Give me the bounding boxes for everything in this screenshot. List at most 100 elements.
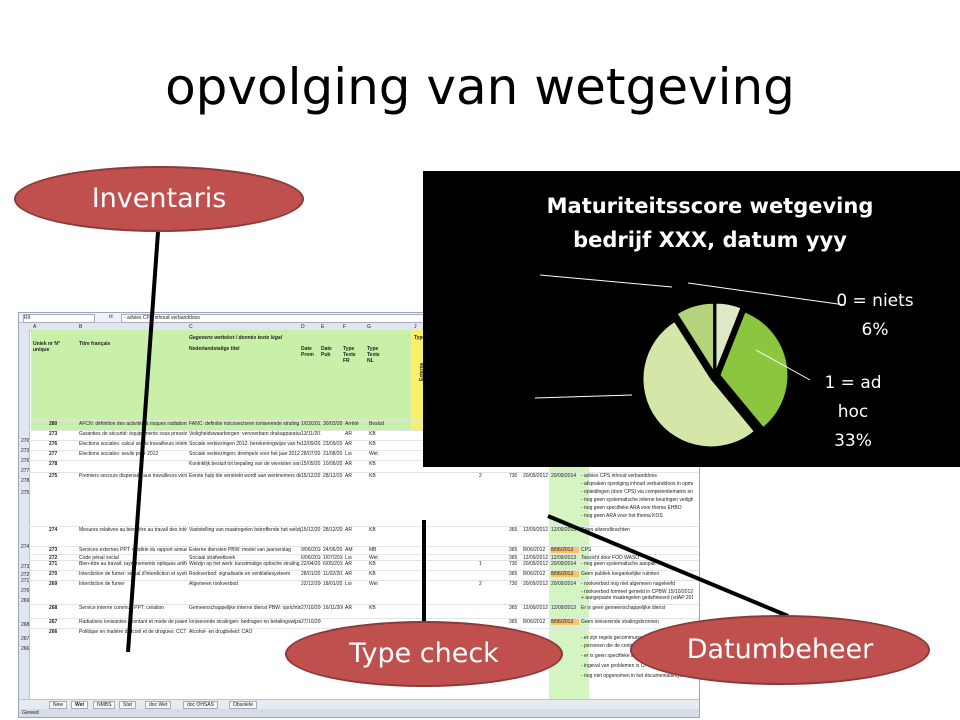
cell-prom: 1/03/2012: [301, 421, 321, 427]
column-header-F: F: [343, 324, 347, 330]
status-text: Gereed: [22, 710, 39, 716]
cell-nl: Algemeen rookverbod: [189, 581, 238, 587]
leader-line-3: [539, 274, 673, 288]
cell-period: 365: [509, 555, 518, 561]
column-header-A: A: [33, 324, 37, 330]
maturity-chart: Maturiteitsscore wetgeving bedrijf XXX, …: [423, 171, 960, 467]
pie-label-0: 0 = niets 6%: [815, 287, 935, 345]
titre-francais-header: Titre français: [79, 341, 111, 347]
cell-tnl: KB: [369, 441, 376, 447]
cell-nl: Ioniserende stralingen: bedragen en beta…: [189, 619, 301, 625]
cell-score: 2: [479, 473, 482, 479]
cell-period: 730: [509, 581, 518, 587]
cell-tfr: Loi: [345, 581, 352, 587]
status-bar: Gereed: [19, 709, 699, 717]
comment-note: - rookverbod formeel gemeld in CPBW 15/1…: [581, 589, 693, 595]
row-number: 278: [21, 478, 30, 484]
cell-nr: 280: [49, 421, 58, 427]
cell-tfr: Loi: [345, 451, 352, 457]
cell-tnl: KB: [369, 473, 376, 479]
pie-slice-0: [715, 302, 742, 372]
cell-comment: Toezicht door FOD WASO: [581, 555, 640, 561]
chart-title-line-1: Maturiteitsscore wetgeving: [546, 194, 874, 218]
pie-label-1-line-3: 33%: [834, 431, 872, 451]
cell-prom: 22/12/2009: [301, 581, 321, 587]
cell-prom: 27/10/2009: [301, 605, 321, 611]
row-number: 276: [21, 458, 30, 464]
cell-last-check: 8/06/2012: [523, 619, 546, 625]
grid-line: [29, 430, 699, 431]
cell-period: 365: [509, 619, 518, 625]
cell-nr: 266: [49, 629, 58, 635]
slide-title: opvolging van wetgeving: [165, 58, 795, 116]
sheet-tab-wet[interactable]: Wet: [71, 701, 89, 709]
cell-tfr: Loi: [345, 555, 352, 561]
cell-pub: 16/11/2009: [323, 605, 343, 611]
cell-tfr: AR: [345, 605, 352, 611]
grid-line: [29, 546, 699, 547]
sheet-tab-obsolete[interactable]: Obsolete: [229, 701, 258, 709]
chart-title-line-2: bedrijf XXX, datum yyy: [573, 228, 847, 252]
pie-label-3-line-3: 9%: [482, 289, 510, 309]
grid-line: [29, 554, 699, 555]
cell-comment: - advies CPS inhoud verbanddoos: [581, 473, 657, 479]
cell-period: 365: [509, 605, 518, 611]
cell-last-check: 12/09/2012: [523, 605, 549, 611]
cell-tfr: AR: [345, 441, 352, 447]
row-number: 268: [21, 622, 30, 628]
sheet-tab-new[interactable]: New: [49, 701, 68, 709]
cell-next-check: 12/09/2013: [551, 555, 577, 561]
grid-line: [29, 570, 699, 571]
row-number: 266: [21, 646, 30, 652]
cell-fr: Mesures relatives au bien-être au travai…: [79, 527, 187, 533]
cell-nr: 267: [49, 619, 58, 625]
sheet-tab-nmbs[interactable]: NMBS: [93, 701, 116, 709]
cell-nr: 269: [49, 581, 58, 587]
pie-label-0-line-2: 6%: [861, 320, 889, 340]
cell-comment: Geen uitzendkrachten: [581, 527, 630, 533]
cell-tnl: Besluit: [369, 421, 385, 427]
fx-icon: fx: [109, 314, 113, 320]
comment-note: - nog geen ARA voor het thema KOS: [581, 513, 663, 519]
cell-reference[interactable]: R9: [23, 314, 95, 323]
grid-line: [29, 460, 699, 461]
pie-label-3-line-2: beheerd: [460, 260, 532, 280]
pie-label-1-line-1: 1 = ad: [824, 373, 882, 393]
date-pub-header: Date Pub: [321, 346, 332, 358]
cell-nl: Welzijn op het werk: kunstmatige optisch…: [189, 561, 300, 567]
cell-nr: 275: [49, 473, 58, 479]
cell-comment: - rookverbod nog niet algemeen nageleefd: [581, 581, 675, 587]
sheet-tab-stat[interactable]: Stat: [119, 701, 136, 709]
cell-nr: 268: [49, 605, 58, 611]
cell-period: 365: [509, 547, 518, 553]
comment-note: + aangepaste maatregelen gedefinieerd (v…: [581, 595, 693, 601]
cell-last-check: 8/06/2012: [523, 571, 546, 577]
cell-period: 730: [509, 561, 518, 567]
type-texte-fr-header: Type Texte FR: [343, 346, 356, 364]
cell-last-check: 8/06/2012: [523, 547, 546, 553]
sheet-tab-doc-wet[interactable]: doc Wet: [145, 701, 172, 709]
column-header-E: E: [321, 324, 325, 330]
row-number: 273: [21, 448, 30, 454]
pie-label-1-line-2: hoc: [837, 402, 869, 422]
cell-tfr: AR: [345, 461, 352, 467]
pie-slice-1: [719, 311, 789, 429]
cell-nl: Sociale verkiezingen 2012: berekeningwij…: [189, 441, 301, 447]
pie-label-2: 2 = aanzet 52%: [460, 345, 560, 432]
sheet-tab-doc-ohsas[interactable]: doc OHSAS: [183, 701, 218, 709]
cell-fr: Radiations ionisantes: montant et mode d…: [79, 619, 187, 625]
chart-title: Maturiteitsscore wetgeving bedrijf XXX, …: [530, 189, 890, 257]
cell-last-check: 20/09/2012: [523, 561, 549, 567]
cell-nr: 274: [49, 527, 58, 533]
cell-nl: Externe diensten PBW: model van jaarvers…: [189, 547, 291, 553]
pie-label-2-line-2: aanzet: [481, 378, 539, 398]
